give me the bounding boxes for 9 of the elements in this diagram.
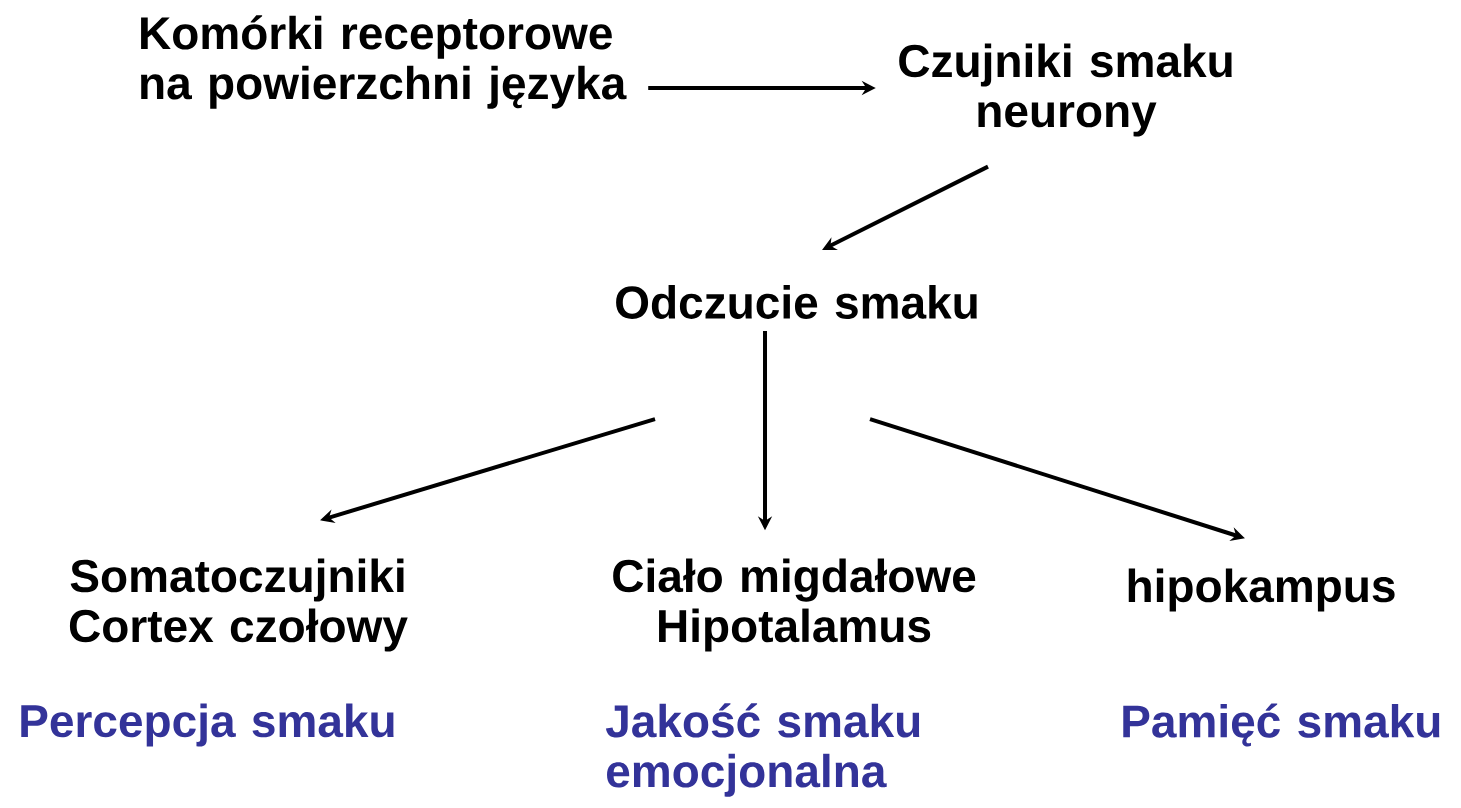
node-text: Somatoczujniki Cortex czołowy xyxy=(69,558,408,652)
node-text: Odczucie smaku xyxy=(616,285,977,319)
caption-text: Pamięć smaku xyxy=(1123,703,1440,747)
node-text: Czujniki smaku neurony xyxy=(899,43,1232,137)
node-text: Komórki receptorowe na powierzchni języka xyxy=(141,15,627,109)
node-text: Ciało migdałowe Hipotalamus xyxy=(613,558,976,652)
caption-text: Percepcja smaku xyxy=(21,703,394,747)
node-text: hipokampus xyxy=(1128,568,1395,612)
caption-text: Jakość smaku emocjonalna xyxy=(605,703,920,797)
